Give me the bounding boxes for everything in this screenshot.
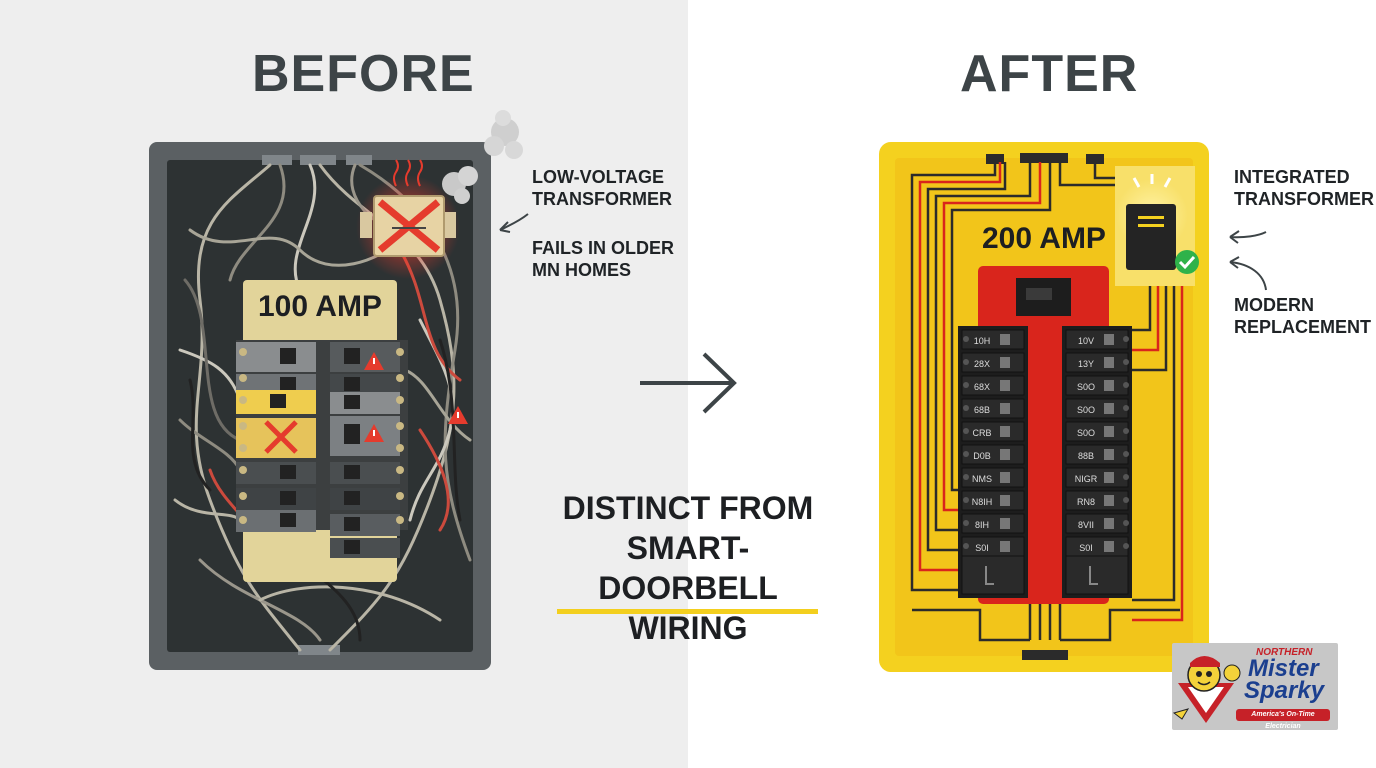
breaker-right-1: 10V bbox=[1065, 329, 1129, 350]
breaker-right-2: 13Y bbox=[1065, 352, 1129, 373]
before-callout-line1: LOW-VOLTAGE bbox=[532, 167, 664, 187]
main-breaker-left bbox=[961, 555, 1025, 595]
breaker-label: 68B bbox=[974, 405, 990, 415]
after-title: AFTER bbox=[960, 45, 1139, 103]
logo-sparky: Sparky bbox=[1244, 677, 1325, 704]
breaker-left-6: D0B bbox=[961, 444, 1025, 465]
breaker-label: 28X bbox=[974, 359, 990, 369]
breaker-left-9: 8IH bbox=[961, 513, 1025, 534]
after-callout-line4: REPLACEMENT bbox=[1234, 317, 1372, 337]
before-callout-line3: FAILS IN OLDER bbox=[532, 238, 675, 258]
breaker-label: S0O bbox=[1077, 428, 1095, 438]
company-logo: NORTHERN Mister Sparky America's On-Time… bbox=[1172, 643, 1338, 730]
before-amp-label: 100 AMP bbox=[258, 290, 382, 323]
center-caption: DISTINCT FROM SMART-DOORBELL WIRING bbox=[548, 488, 828, 648]
after-callout-line1: INTEGRATED bbox=[1234, 167, 1350, 187]
failed-transformer bbox=[356, 110, 523, 279]
before-callout-line4: MN HOMES bbox=[532, 260, 631, 280]
breaker-label: D0B bbox=[973, 451, 991, 461]
breaker-label: 8IH bbox=[975, 520, 989, 530]
breaker-right-8: RN8 bbox=[1065, 490, 1129, 511]
after-callout-line3: MODERN bbox=[1234, 295, 1314, 315]
after-panel: 10H 10V 28X 13Y 68X S0O 68B S0O CRB S0O D0B 88B NMS N… bbox=[879, 142, 1267, 672]
breaker-label: S0I bbox=[975, 543, 989, 553]
breaker-left-7: NMS bbox=[961, 467, 1025, 488]
breaker-right-10: S0I bbox=[1065, 536, 1129, 557]
breaker-left-3: 68X bbox=[961, 375, 1025, 396]
breaker-left-5: CRB bbox=[961, 421, 1025, 442]
after-callout-line2: TRANSFORMER bbox=[1234, 189, 1374, 209]
breaker-label: 88B bbox=[1078, 451, 1094, 461]
breaker-right-9: 8VII bbox=[1065, 513, 1129, 534]
center-caption-line1: DISTINCT FROM bbox=[562, 490, 814, 526]
breaker-left-2: 28X bbox=[961, 352, 1025, 373]
breaker-right-4: S0O bbox=[1065, 398, 1129, 419]
breaker-label: CRB bbox=[972, 428, 991, 438]
before-callout-line2: TRANSFORMER bbox=[532, 189, 672, 209]
breaker-label: 13Y bbox=[1078, 359, 1094, 369]
breaker-label: 8VII bbox=[1078, 520, 1094, 530]
logo-mister: Mister bbox=[1248, 655, 1319, 682]
breaker-right-6: 88B bbox=[1065, 444, 1129, 465]
transition-arrow bbox=[640, 352, 737, 414]
breaker-left-4: 68B bbox=[961, 398, 1025, 419]
center-caption-line3: WIRING bbox=[628, 610, 748, 646]
after-amp-label: 200 AMP bbox=[982, 222, 1106, 255]
breaker-label: S0I bbox=[1079, 543, 1093, 553]
breaker-label: N8IH bbox=[972, 497, 993, 507]
before-panel bbox=[149, 110, 529, 670]
logo-northern: NORTHERN bbox=[1256, 647, 1313, 658]
breaker-right-7: NIGR bbox=[1065, 467, 1129, 488]
breaker-right-3: S0O bbox=[1065, 375, 1129, 396]
breaker-right-5: S0O bbox=[1065, 421, 1129, 442]
breaker-label: 68X bbox=[974, 382, 990, 392]
breaker-label: NIGR bbox=[1075, 474, 1098, 484]
breaker-left-8: N8IH bbox=[961, 490, 1025, 511]
breaker-label: S0O bbox=[1077, 405, 1095, 415]
before-title: BEFORE bbox=[252, 45, 475, 103]
center-caption-line2: SMART-DOORBELL bbox=[598, 530, 778, 606]
breaker-label: 10H bbox=[974, 336, 991, 346]
breaker-label: NMS bbox=[972, 474, 992, 484]
integrated-transformer bbox=[1115, 166, 1199, 286]
breaker-left-1: 10H bbox=[961, 329, 1025, 350]
main-breaker-right bbox=[1065, 555, 1129, 595]
breaker-left-10: S0I bbox=[961, 536, 1025, 557]
breaker-label: 10V bbox=[1078, 336, 1094, 346]
logo-tagline: America's On-Time Electrician bbox=[1236, 709, 1330, 730]
breaker-label: RN8 bbox=[1077, 497, 1095, 507]
breaker-label: S0O bbox=[1077, 382, 1095, 392]
before-breakers bbox=[236, 340, 468, 558]
mascot-icon bbox=[1172, 656, 1241, 723]
caption-underline bbox=[557, 609, 818, 614]
